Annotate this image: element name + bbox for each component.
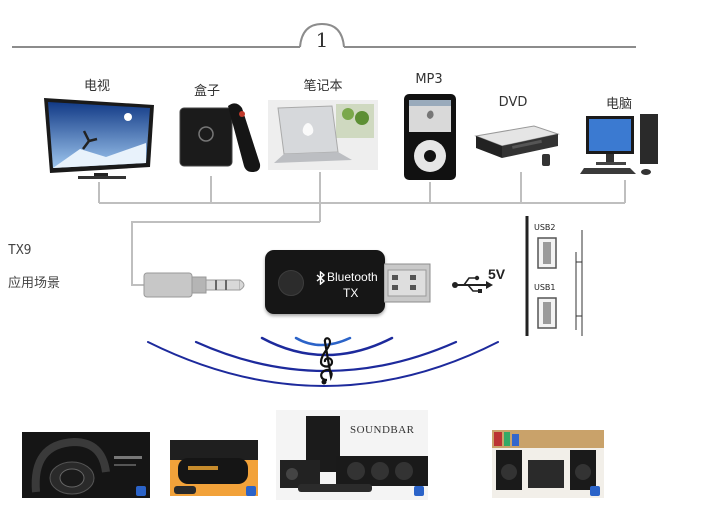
- usb-plug-image: [384, 263, 431, 303]
- step-number: 1: [315, 28, 329, 52]
- laptop-image: [268, 100, 378, 170]
- bt-badge-portable: [246, 486, 256, 496]
- device-label-box: 盒子: [193, 84, 220, 99]
- usb-symbol-icon: [452, 275, 493, 293]
- music-note-icon: [319, 337, 334, 385]
- bookshelf-speakers-image: [492, 430, 604, 498]
- device-label-tv: 电视: [83, 79, 110, 94]
- device-label-laptop: 笔记本: [303, 79, 343, 94]
- usb-panel: [525, 216, 583, 336]
- usb2-port-label: USB2: [534, 223, 556, 232]
- dongle-mode-text: TX: [343, 286, 359, 300]
- usb1-port-label: USB1: [534, 283, 556, 292]
- dvd-image: [474, 125, 560, 166]
- voltage-label: 5V: [488, 266, 506, 282]
- portable-speaker-image: [170, 440, 258, 496]
- computer-image: [580, 114, 658, 175]
- device-label-dvd: DVD: [498, 95, 528, 110]
- scene-title: 应用场景: [8, 276, 61, 291]
- tvbox-image: [179, 103, 261, 172]
- audio-jack-image: [143, 272, 245, 298]
- device-label-mp3: MP3: [415, 72, 443, 87]
- bt-badge-soundbar: [414, 486, 424, 496]
- tv-image: [44, 98, 154, 179]
- bluetooth-logo-icon: [316, 271, 326, 285]
- bt-badge-headphones: [136, 486, 146, 496]
- header-rule: [12, 22, 636, 48]
- soundbar-image: [276, 410, 428, 500]
- headphones-image: [22, 432, 150, 498]
- dongle-button: [278, 270, 304, 296]
- dongle-brand-text: Bluetooth: [327, 270, 378, 284]
- model-label: TX9: [8, 243, 32, 258]
- device-label-computer: 电脑: [605, 97, 632, 112]
- mp3-image: [404, 94, 456, 180]
- bt-badge-bookshelf: [590, 486, 600, 496]
- soundbar-banner-text: SOUNDBAR: [350, 424, 415, 436]
